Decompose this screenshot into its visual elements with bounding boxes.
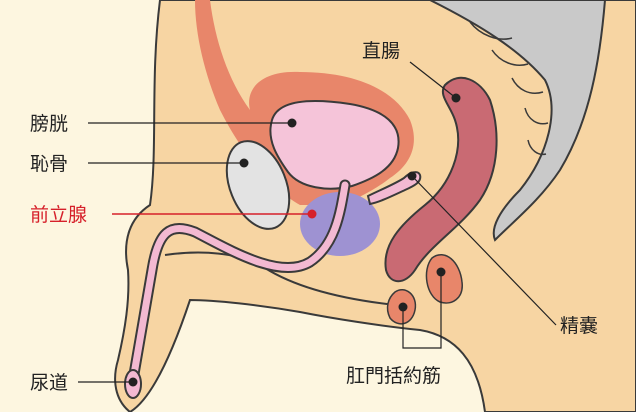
label-seminal-vesicle: 精嚢	[560, 315, 598, 337]
label-pubic-bone: 恥骨	[30, 153, 68, 175]
label-rectum: 直腸	[362, 40, 400, 62]
label-urethra: 尿道	[30, 372, 68, 394]
label-anal-sphincter: 肛門括約筋	[346, 365, 441, 387]
label-prostate: 前立腺	[30, 204, 87, 226]
label-bladder: 膀胱	[30, 113, 68, 135]
